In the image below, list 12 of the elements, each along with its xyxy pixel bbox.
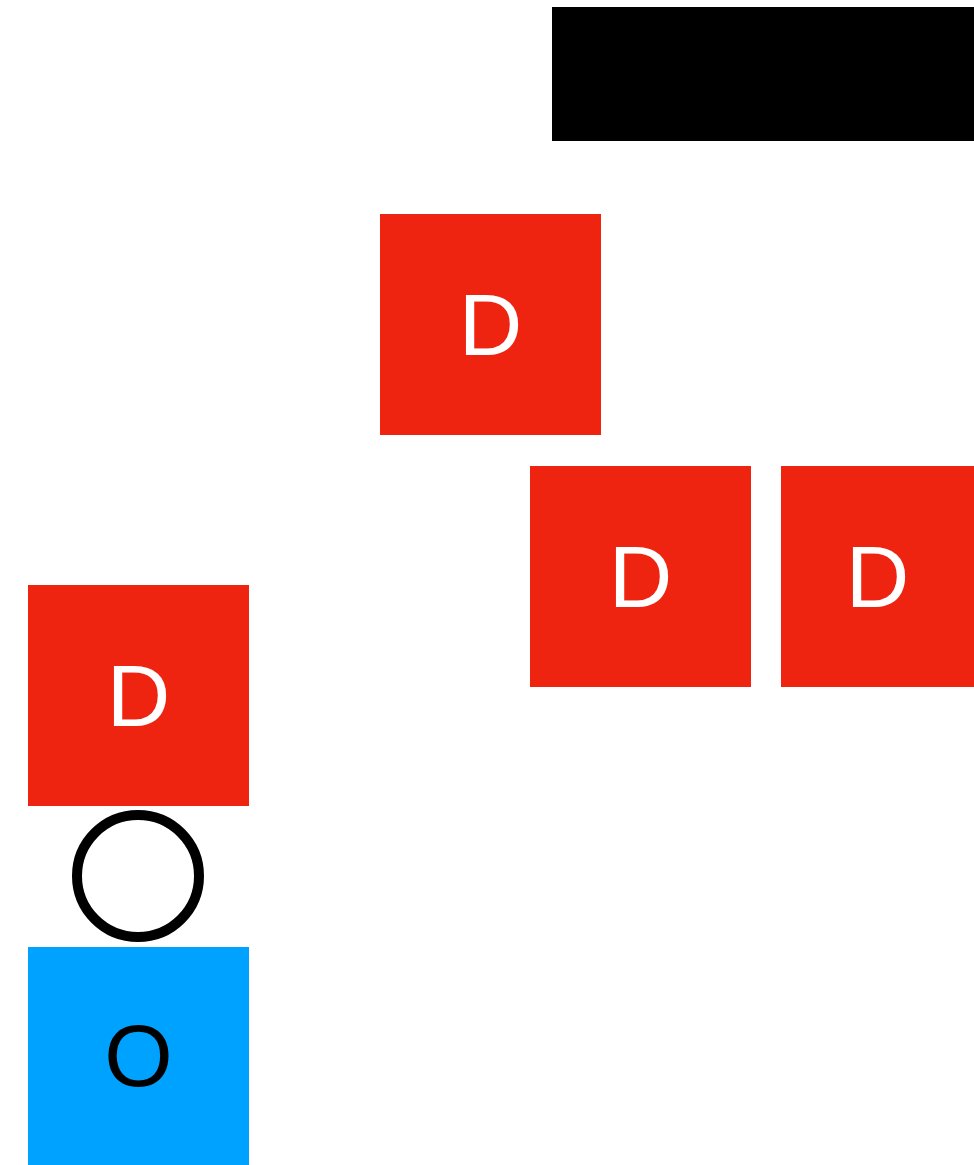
- letter-box: [28, 947, 249, 1165]
- box-letter: D: [106, 651, 171, 740]
- letter-box: [781, 466, 974, 687]
- box-letter: D: [845, 532, 910, 621]
- letter-box: [380, 214, 601, 435]
- letter-box: [28, 585, 249, 806]
- letter-box: [530, 466, 751, 687]
- ring-circle: [72, 810, 204, 942]
- box-letter: O: [104, 1012, 173, 1100]
- filled-box: [552, 7, 974, 141]
- box-letter: D: [458, 280, 523, 369]
- box-letter: D: [608, 532, 673, 621]
